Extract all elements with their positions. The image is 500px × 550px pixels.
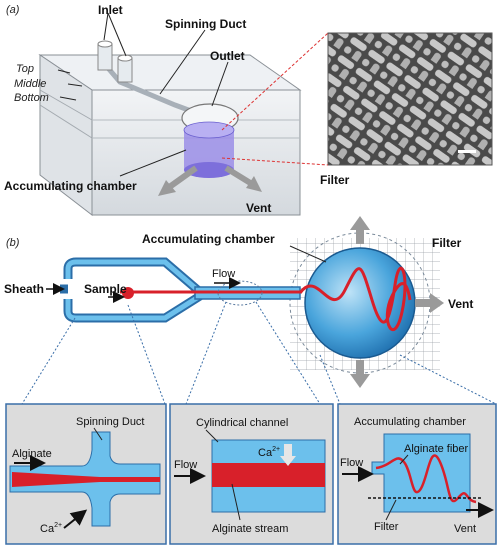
alginate-fiber-coil: [298, 266, 412, 331]
accumulating-chamber-sphere: [304, 247, 416, 359]
label-inlet: Inlet: [98, 3, 123, 17]
inset-right-accumulating-chamber: Accumulating chamber: [354, 416, 466, 428]
vent-arrow-right: [224, 165, 254, 187]
inlet-tube-2: [117, 57, 133, 83]
panel-a-tag: (a): [6, 4, 20, 16]
label-filter-b: Filter: [432, 236, 462, 250]
label-top: Top: [16, 63, 34, 75]
label-accumulating-chamber-b: Accumulating chamber: [142, 232, 275, 246]
inlet-tube: [97, 43, 113, 71]
filter-micrograph: [327, 32, 493, 166]
label-vent-b: Vent: [448, 297, 473, 311]
inset-cylindrical-channel: [169, 403, 334, 545]
device-3d: [38, 40, 302, 217]
scale-bar: [458, 150, 476, 153]
vent-arrows-b: [350, 216, 444, 388]
label-filter-a: Filter: [320, 173, 350, 187]
label-vent-a: Vent: [246, 201, 271, 215]
inset-left-alginate: Alginate: [12, 448, 52, 460]
label-bottom: Bottom: [14, 92, 49, 104]
label-flow-b: Flow: [212, 268, 235, 280]
inset-right-flow: Flow: [340, 457, 363, 469]
label-sample: Sample: [84, 282, 127, 296]
label-spinning-duct: Spinning Duct: [165, 17, 246, 31]
inset-right-filter: Filter: [374, 521, 399, 533]
microchannel: [60, 257, 301, 323]
inset-spinning-duct: [5, 403, 167, 545]
vent-arrow-left: [166, 165, 198, 191]
label-middle: Middle: [14, 78, 46, 90]
inset-right-vent: Vent: [454, 523, 476, 535]
inset-middle-cylindrical-channel: Cylindrical channel: [196, 417, 288, 429]
label-accumulating-chamber-a: Accumulating chamber: [4, 179, 137, 193]
inset-left-spinning-duct: Spinning Duct: [76, 416, 145, 428]
inset-middle-alginate-stream: Alginate stream: [212, 523, 288, 535]
inset-middle-ca: Ca2+: [258, 446, 280, 459]
inset-left-ca: Ca2+: [40, 522, 62, 535]
label-outlet: Outlet: [210, 49, 245, 63]
inset-middle-flow: Flow: [174, 459, 197, 471]
inset-right-alginate-fiber: Alginate fiber: [404, 443, 469, 455]
label-sheath: Sheath: [4, 282, 44, 296]
panel-b-tag: (b): [6, 237, 20, 249]
